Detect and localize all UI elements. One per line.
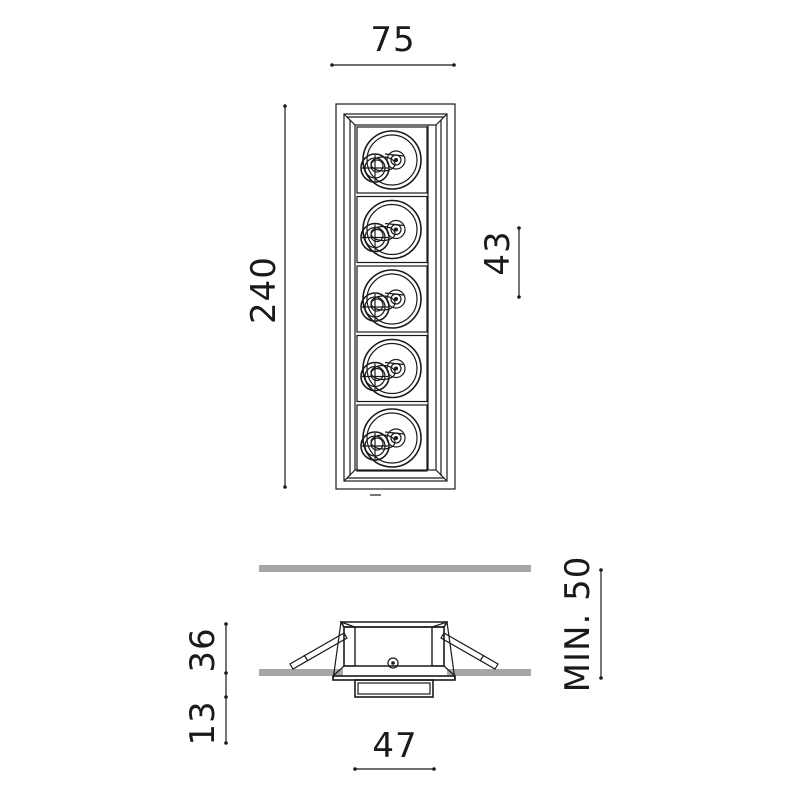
fixture-section (289, 621, 499, 698)
housing-outer-frame (335, 103, 456, 490)
height-stack-dimension: 36 13 (183, 622, 228, 746)
spacing-dimension: 43 (478, 226, 521, 299)
lamp-module (356, 265, 428, 333)
lamp-module (356, 404, 428, 472)
false-ceiling-left (259, 669, 343, 676)
bottom-width-label: 47 (372, 726, 417, 766)
left-spring-clip (289, 632, 348, 670)
housing-trim (343, 113, 448, 482)
upper-slab (259, 565, 531, 572)
right-spring-clip (440, 632, 499, 670)
bezel-height-label: 13 (183, 700, 223, 745)
lamp-module (356, 126, 428, 194)
min-clearance-label: MIN. 50 (558, 556, 598, 693)
width-dimension: 75 (330, 20, 456, 67)
lamp-module (356, 195, 428, 264)
lamp-module (356, 334, 428, 403)
lamp-array (356, 126, 428, 472)
min-clearance-dimension: MIN. 50 (558, 556, 603, 693)
height-label: 240 (244, 256, 284, 324)
housing-inner-frame (343, 113, 448, 482)
top-view: 75 240 43 (244, 20, 521, 496)
spacing-label: 43 (478, 230, 518, 275)
bottom-width-dimension: 47 (353, 726, 436, 771)
width-label: 75 (370, 20, 415, 60)
body-height-label: 36 (183, 627, 223, 672)
false-ceiling-right (447, 669, 531, 676)
height-dimension: 240 (244, 104, 287, 489)
section-view: MIN. 50 36 13 47 (183, 556, 603, 771)
